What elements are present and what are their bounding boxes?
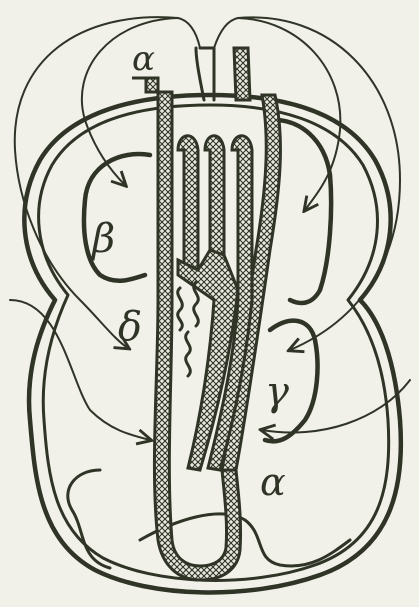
label-delta: δ xyxy=(118,304,142,350)
label-beta: β xyxy=(90,216,115,262)
hatched-tube-top-right xyxy=(234,48,250,100)
label-alpha-bottom: α xyxy=(260,460,286,504)
label-gamma: γ xyxy=(265,369,289,415)
label-alpha-top: α xyxy=(132,39,155,79)
arrow-top-connector-left xyxy=(178,18,200,48)
hatched-fork-middle xyxy=(205,136,224,255)
arrow-top-connector-right xyxy=(214,18,238,48)
squiggle-3 xyxy=(186,332,191,376)
top-connector xyxy=(196,48,214,100)
squiggle-1 xyxy=(178,288,183,330)
hatched-fork-outer xyxy=(178,136,198,270)
